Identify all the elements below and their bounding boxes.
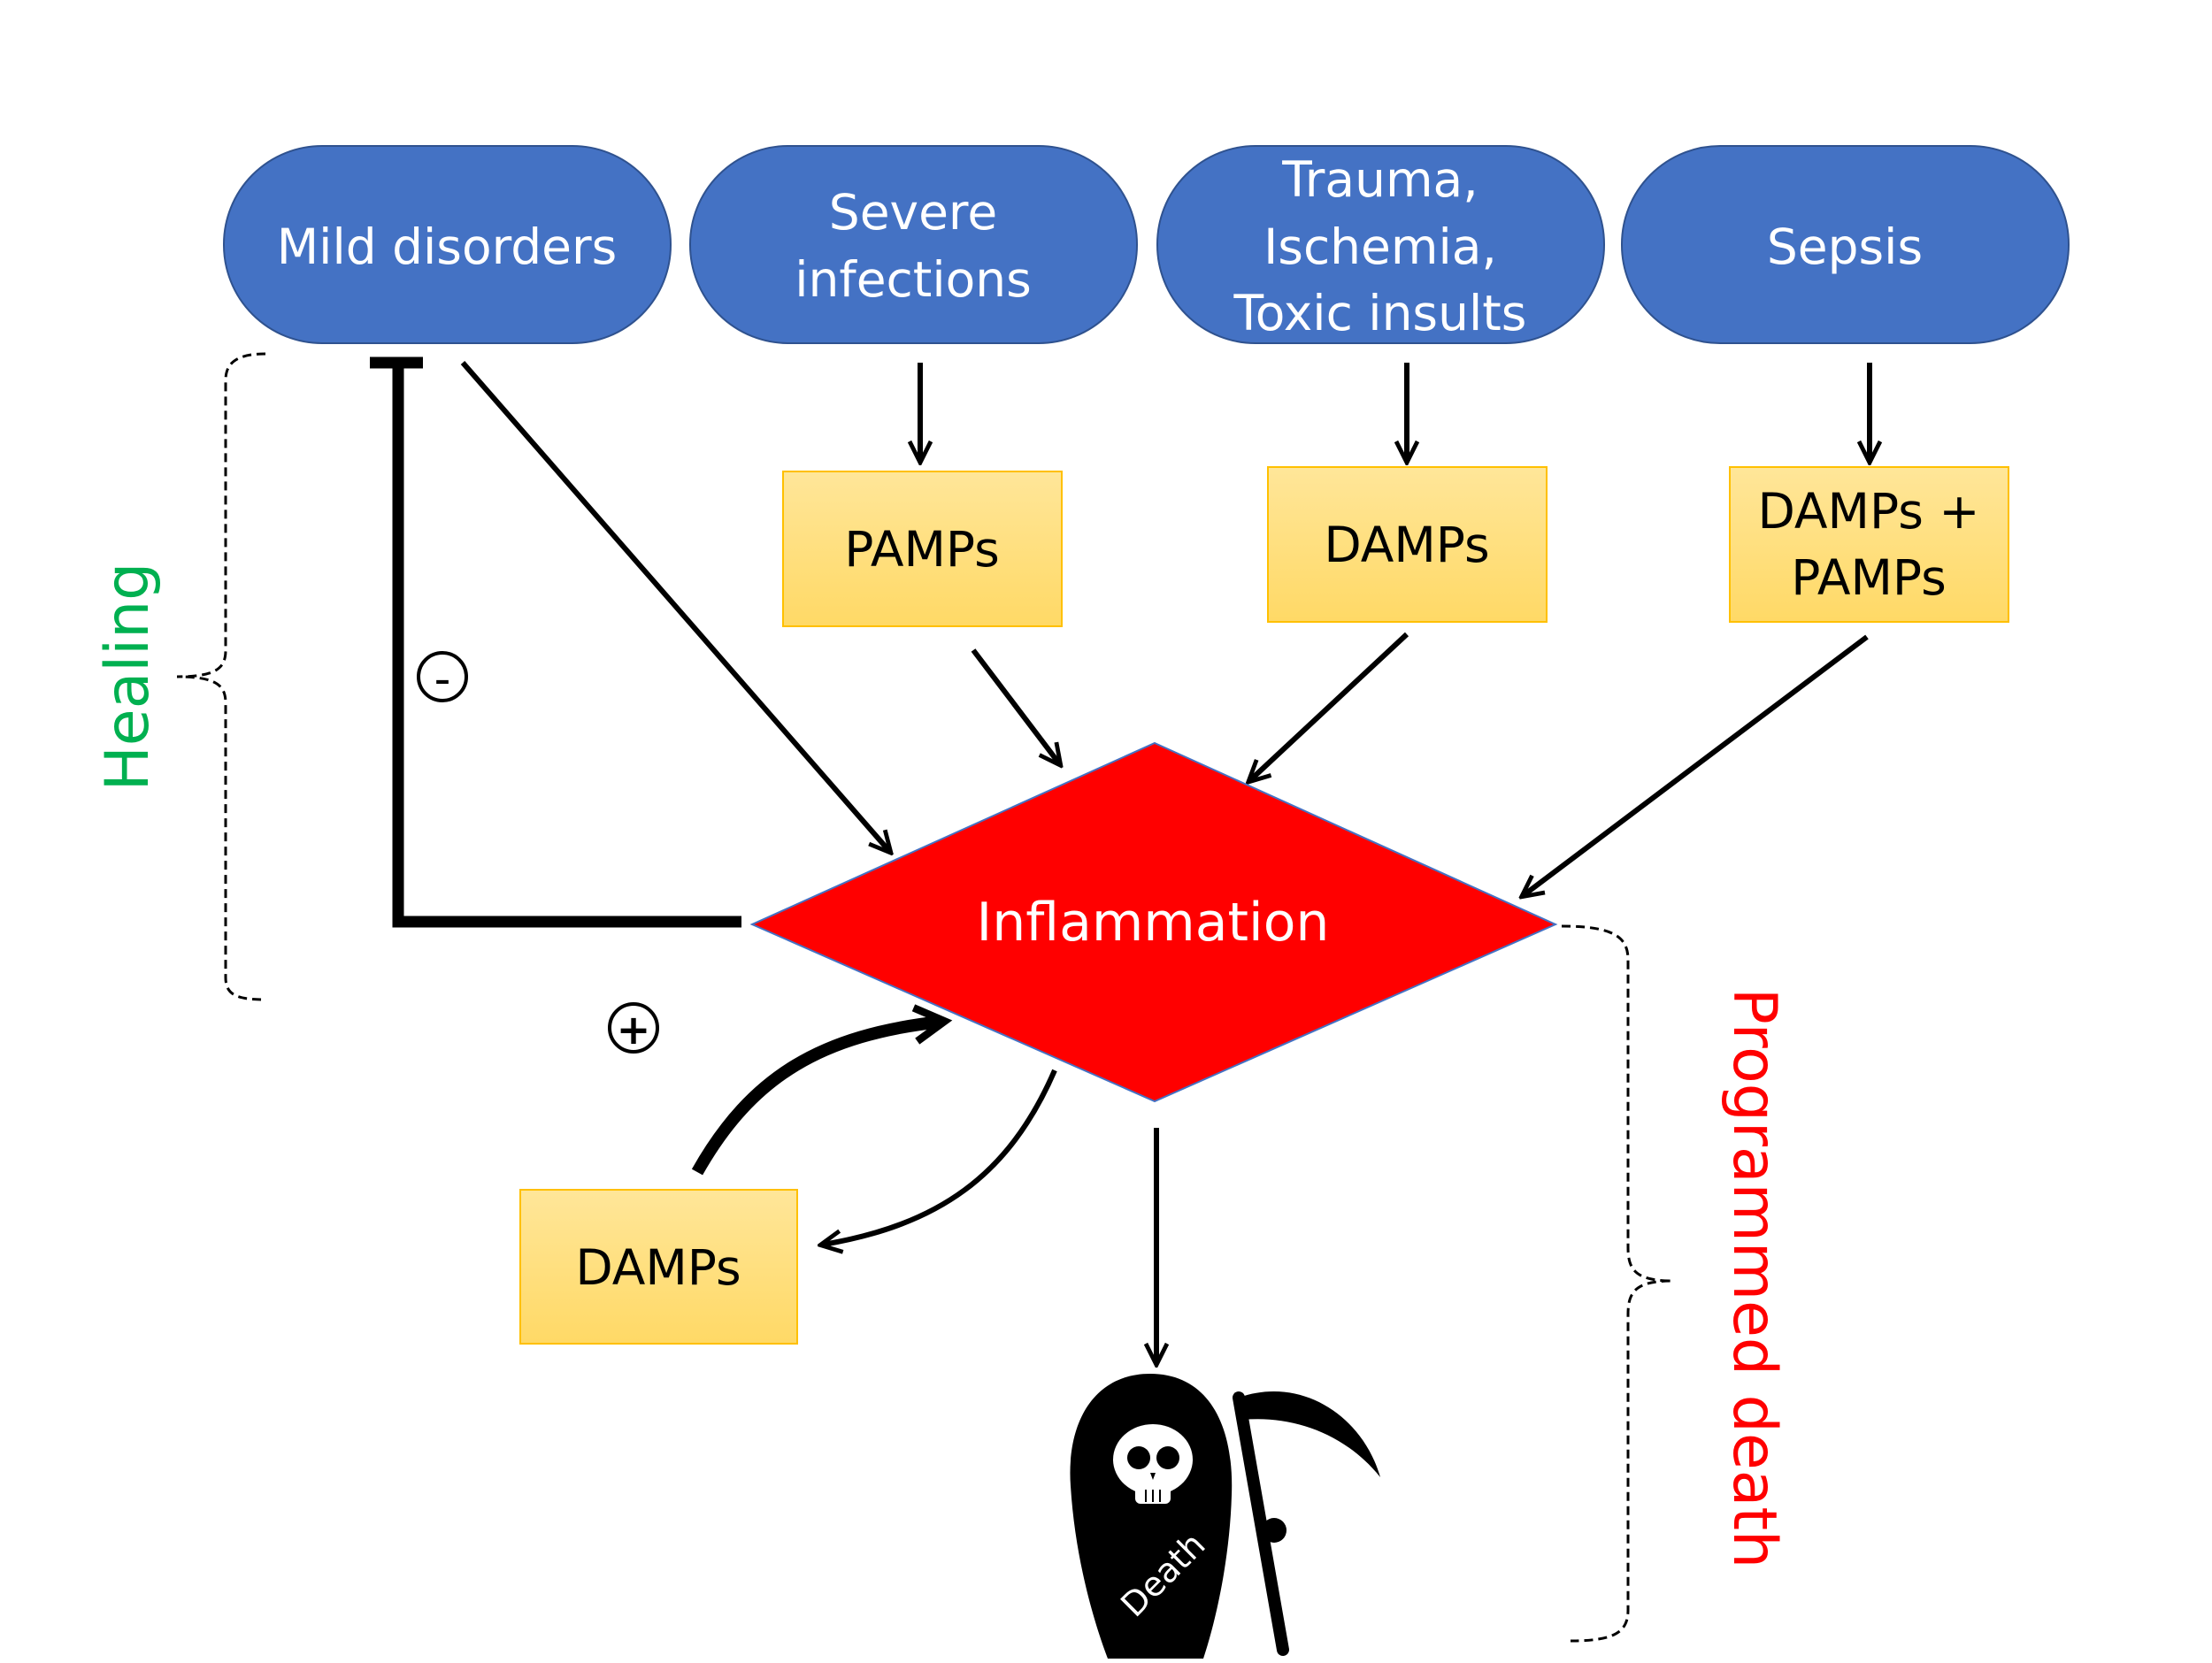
inflammation-diamond bbox=[749, 741, 1558, 1103]
arrow-inflammation-to-damps bbox=[823, 1069, 1057, 1245]
source-label: infections bbox=[795, 251, 1032, 308]
arrow-mild-to-inflammation bbox=[460, 361, 889, 851]
mediator-label: DAMPs bbox=[1324, 517, 1489, 573]
mediator-damps: DAMPs bbox=[1267, 466, 1548, 623]
feedback-damps-label: DAMPs bbox=[575, 1239, 741, 1296]
programmed-death-label: Programmed death bbox=[1719, 988, 1789, 1568]
source-severe-infections: Severe infections bbox=[689, 145, 1138, 344]
arrow-pamps-to-inflammation bbox=[971, 648, 1059, 763]
skull-icon bbox=[1113, 1424, 1193, 1504]
minus-sign-label: - bbox=[434, 653, 451, 706]
mediator-damps-pamps: DAMPs + PAMPs bbox=[1729, 466, 2009, 623]
healing-label: Healing bbox=[93, 563, 163, 792]
mediator-label: DAMPs + bbox=[1758, 483, 1980, 540]
arrow-damps-pamps-to-inflammation bbox=[1524, 634, 1869, 895]
healing-brace bbox=[176, 352, 266, 1001]
source-label: Toxic insults bbox=[1233, 285, 1527, 341]
grim-reaper-icon: Death bbox=[1070, 1374, 1380, 1659]
source-label: Severe bbox=[829, 184, 997, 241]
inflammation-node: Inflammation bbox=[749, 741, 1558, 1103]
programmed-death-brace bbox=[1561, 924, 1673, 1643]
mediator-label: PAMPs bbox=[1791, 549, 1947, 606]
arrow-damps-to-inflammation-feedback bbox=[691, 1004, 953, 1176]
inflammation-label: Inflammation bbox=[977, 892, 1330, 954]
plus-sign: + bbox=[608, 1002, 659, 1054]
source-label: Mild disorders bbox=[277, 218, 618, 275]
source-label: Sepsis bbox=[1767, 218, 1923, 275]
mediator-pamps: PAMPs bbox=[782, 471, 1063, 627]
scythe-icon bbox=[1233, 1391, 1380, 1656]
source-label: Ischemia, bbox=[1263, 218, 1497, 275]
inhibition-line bbox=[392, 363, 741, 928]
minus-sign: - bbox=[417, 651, 468, 706]
mediator-label: PAMPs bbox=[844, 521, 1000, 578]
arrow-damps-to-inflammation bbox=[1250, 632, 1409, 780]
source-trauma-ischemia-toxic: Trauma, Ischemia, Toxic insults bbox=[1156, 145, 1605, 344]
plus-sign-label: + bbox=[617, 1006, 651, 1054]
source-label: Trauma, bbox=[1281, 151, 1478, 208]
feedback-damps-box: DAMPs bbox=[519, 1189, 798, 1345]
source-sepsis: Sepsis bbox=[1621, 145, 2070, 344]
source-mild-disorders: Mild disorders bbox=[223, 145, 672, 344]
